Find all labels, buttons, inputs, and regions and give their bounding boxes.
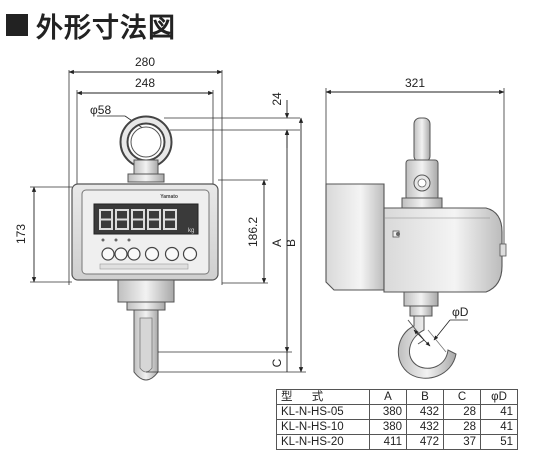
table-header-row: 型 式 A B C φD: [276, 389, 518, 405]
panel-button-6: [182, 246, 198, 262]
dim-280-label: 280: [135, 55, 155, 69]
table-header-a: A: [369, 389, 407, 405]
title-square-icon: [6, 14, 28, 36]
panel-button-5: [164, 246, 180, 262]
table-cell-model: KL-N-HS-10: [276, 419, 370, 435]
unit-kg-label: kg: [188, 228, 194, 234]
dim-186-2-label: 186.2: [246, 217, 260, 247]
dim-phi58-label: φ58: [90, 103, 111, 117]
dim-173-label: 173: [14, 224, 28, 244]
dim-321-label: 321: [405, 76, 425, 90]
spec-table: 型 式 A B C φD KL-N-HS-05 380 432 28 41 KL…: [276, 389, 518, 450]
seven-seg-digits: [99, 209, 177, 230]
table-header-phi-d: φD: [480, 389, 518, 405]
table-cell-phi-d: 41: [480, 404, 518, 420]
shackle-ring-icon: [119, 115, 173, 183]
hook-front-icon: [133, 309, 159, 381]
table-row: KL-N-HS-10 380 432 28 41: [276, 419, 518, 435]
panel-button-1: [101, 247, 115, 261]
indicator-lamps: [101, 238, 131, 242]
table-cell-phi-d: 51: [480, 434, 518, 450]
panel-button-3: [127, 247, 141, 261]
dim-b-label: B: [284, 239, 298, 247]
panel-buttons: [101, 246, 198, 262]
side-front-panel: [325, 183, 385, 291]
dim-phi-d-label: φD: [452, 305, 469, 319]
side-view: 321 φD: [325, 76, 507, 379]
table-cell-model: KL-N-HS-20: [276, 434, 370, 450]
panel-button-2: [114, 247, 128, 261]
hook-side-icon: [397, 315, 457, 379]
table-cell-b: 472: [406, 434, 444, 450]
title-text: 外形寸法図: [36, 12, 176, 44]
side-housing: [383, 207, 503, 293]
table-cell-b: 432: [406, 419, 444, 435]
dim-c-label: C: [270, 358, 284, 367]
panel-button-4: [144, 246, 160, 262]
bottom-collar: [117, 279, 175, 303]
table-cell-c: 37: [443, 434, 481, 450]
table-cell-a: 411: [369, 434, 407, 450]
table-row: KL-N-HS-05 380 432 28 41: [276, 404, 518, 420]
table-row: KL-N-HS-20 411 472 37 51: [276, 434, 518, 450]
front-view: 280 248 φ58 Yamato: [14, 55, 306, 381]
table-cell-c: 28: [443, 404, 481, 420]
dim-248-label: 248: [135, 76, 155, 90]
dim-24-label: 24: [270, 92, 284, 106]
table-cell-model: KL-N-HS-05: [276, 404, 370, 420]
table-header-c: C: [443, 389, 481, 405]
table-header-model: 型 式: [276, 389, 370, 405]
table-cell-a: 380: [369, 419, 407, 435]
table-cell-b: 432: [406, 404, 444, 420]
table-cell-phi-d: 41: [480, 419, 518, 435]
table-header-b: B: [406, 389, 444, 405]
dim-a-label: A: [270, 239, 284, 247]
brand-label: Yamato: [160, 194, 178, 200]
spec-plate: [99, 263, 189, 270]
shackle-side-icon: [401, 117, 443, 211]
table-cell-c: 28: [443, 419, 481, 435]
table-cell-a: 380: [369, 404, 407, 420]
page-title: 外形寸法図: [6, 8, 176, 44]
